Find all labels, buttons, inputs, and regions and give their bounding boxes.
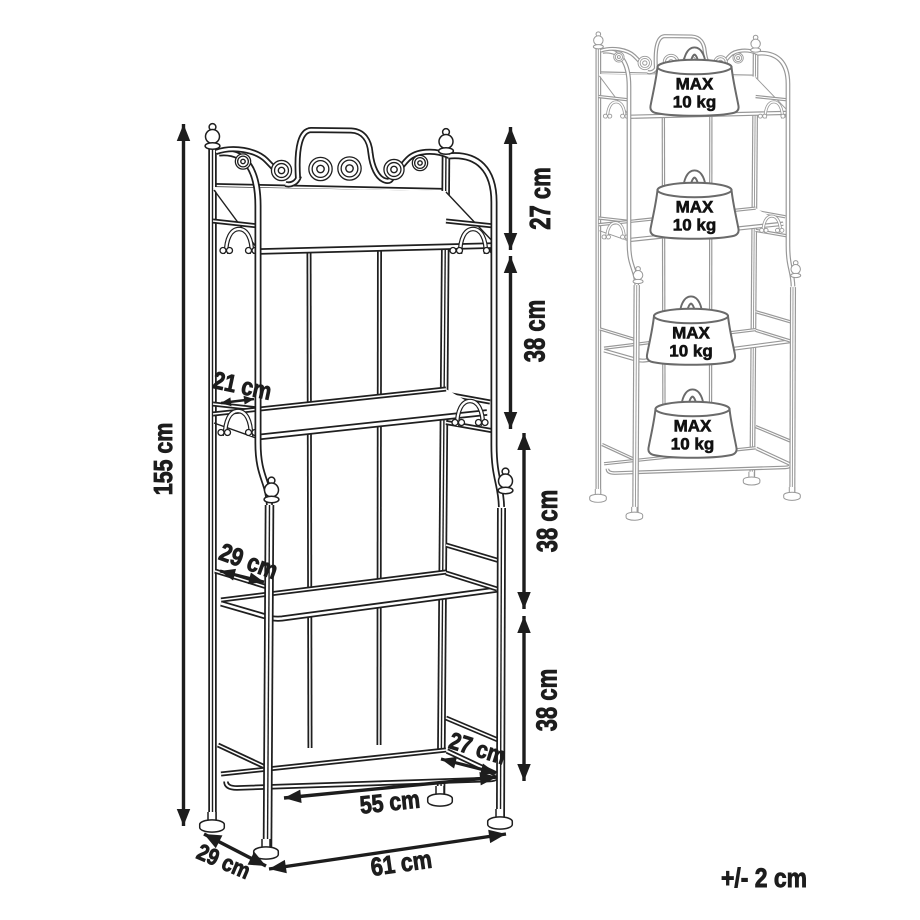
- svg-text:38 cm: 38 cm: [520, 300, 552, 362]
- svg-text:MAX: MAX: [676, 75, 714, 94]
- svg-text:10 kg: 10 kg: [673, 216, 716, 235]
- svg-text:27 cm: 27 cm: [525, 167, 557, 229]
- svg-text:10 kg: 10 kg: [669, 342, 712, 361]
- svg-text:MAX: MAX: [672, 324, 710, 343]
- svg-text:55 cm: 55 cm: [358, 785, 421, 819]
- svg-text:38 cm: 38 cm: [532, 490, 564, 552]
- svg-text:MAX: MAX: [674, 417, 712, 436]
- svg-text:10 kg: 10 kg: [671, 435, 714, 454]
- svg-text:10 kg: 10 kg: [673, 93, 716, 112]
- svg-text:155 cm: 155 cm: [149, 423, 177, 496]
- svg-text:+/- 2 cm: +/- 2 cm: [721, 863, 807, 893]
- svg-text:38 cm: 38 cm: [532, 669, 564, 731]
- svg-text:MAX: MAX: [676, 198, 714, 217]
